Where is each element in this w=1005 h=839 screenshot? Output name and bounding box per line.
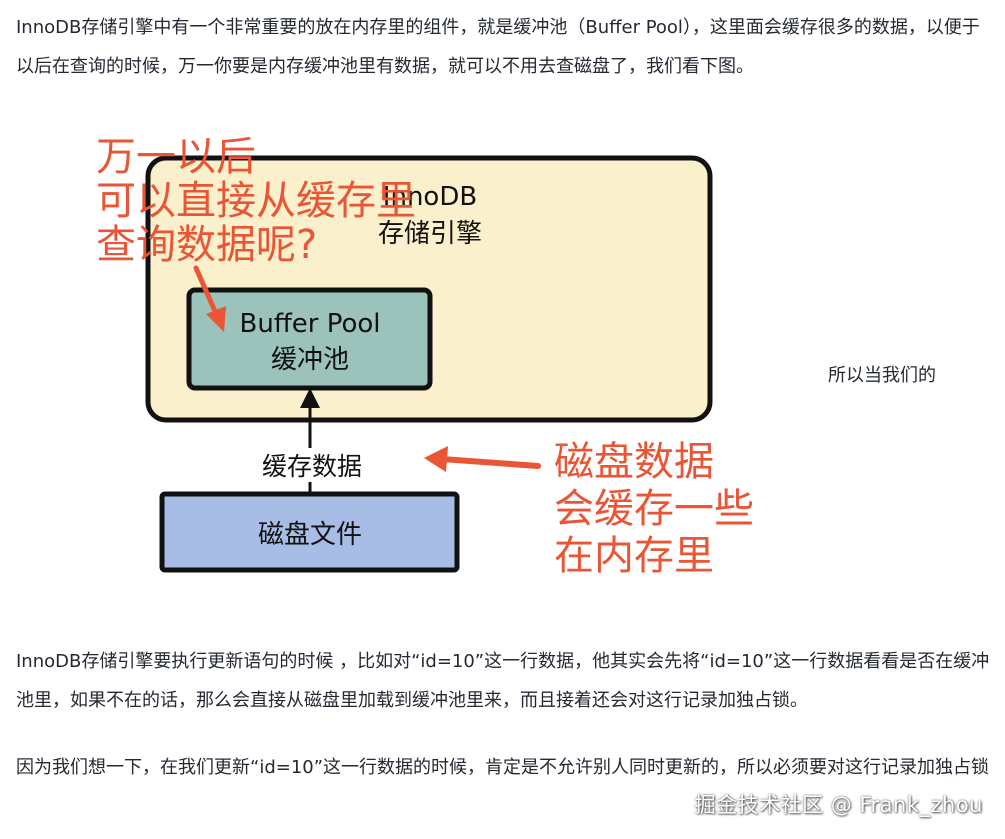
arrow-label-bg <box>255 448 367 482</box>
update-paragraph: InnoDB存储引擎要执行更新语句的时候 ，比如对“id=10”这一行数据，他其… <box>16 651 990 711</box>
annotation-left-arrow-line <box>193 265 221 321</box>
annotation-right-arrow-head <box>424 446 448 472</box>
innodb-label: InnoDB <box>383 182 477 212</box>
annotation-right-line3: 在内存里 <box>554 533 714 579</box>
annotation-left-line2: 可以直接从缓存里 <box>96 178 416 224</box>
cache-data-label: 缓存数据 <box>262 452 362 481</box>
intro-paragraph: InnoDB存储引擎中有一个非常重要的放在内存里的组件，就是缓冲池（Buffer… <box>16 17 980 77</box>
annotation-right-line2: 会缓存一些 <box>554 486 754 532</box>
annotation-right-arrow-line <box>439 456 541 469</box>
annotation-left-line3: 查询数据呢? <box>96 222 317 268</box>
disk-file-label: 磁盘文件 <box>258 520 362 550</box>
annotation-right-line1: 磁盘数据 <box>554 439 714 485</box>
side-caption: 所以当我们的 <box>828 365 936 386</box>
buffer-pool-box <box>186 287 433 391</box>
annotation-left-arrow-head <box>206 306 226 332</box>
cache-arrow-head <box>300 388 320 408</box>
disk-file-box <box>159 491 460 573</box>
annotation-left-line1: 万一以后 <box>96 134 256 180</box>
watermark: 掘金技术社区 @ Frank_zhou <box>694 793 983 817</box>
buffer-pool-cn-label: 缓冲池 <box>271 345 349 375</box>
lock-paragraph: 因为我们想一下，在我们更新“id=10”这一行数据的时候，肯定是不允许别人同时更… <box>16 757 990 778</box>
storage-engine-label: 存储引擎 <box>378 219 482 249</box>
buffer-pool-label: Buffer Pool <box>240 309 381 339</box>
